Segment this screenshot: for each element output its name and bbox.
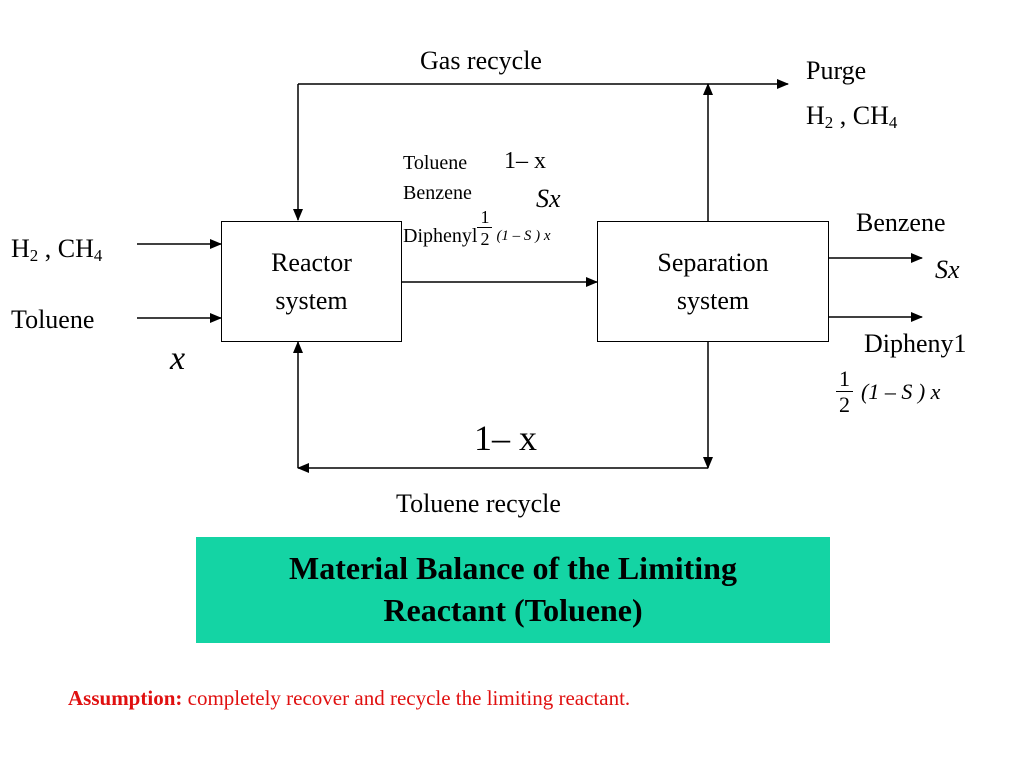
stream-diphenyl-group: Diphenyl 1 2 (1 – S ) x	[403, 208, 551, 248]
separation-line2: system	[676, 285, 750, 315]
separation-line1: Separation	[657, 247, 769, 277]
feed-x-variable: x	[170, 340, 186, 377]
output-diphenyl-expr-group: 1 2 (1 – S ) x	[836, 368, 940, 416]
title-line2: Reactant (Toluene)	[383, 592, 643, 628]
stream-toluene-label: Toluene	[403, 152, 468, 174]
assumption-label: Assumption:	[68, 686, 183, 710]
purge-label: Purge	[806, 56, 867, 85]
output-diphenyl-label: Dipheny1	[864, 329, 967, 358]
assumption-text: completely recover and recycle the limit…	[182, 686, 631, 710]
output-diphenyl-expr: (1 – S ) x	[861, 379, 941, 404]
toluene-recycle-label: Toluene recycle	[396, 489, 561, 518]
reactor-line2: system	[275, 285, 348, 315]
reactor-system-block: Reactor system	[221, 221, 402, 342]
assumption-note: Assumption: completely recover and recyc…	[68, 686, 630, 711]
feed-toluene-label: Toluene	[11, 305, 95, 334]
gas-recycle-label: Gas recycle	[420, 46, 542, 75]
feed-h2-ch4-label: H2 , CH4	[11, 234, 103, 266]
separation-system-block: Separation system	[597, 221, 829, 342]
output-benzene-label: Benzene	[856, 208, 946, 237]
output-benzene-expr: Sx	[935, 255, 960, 284]
stream-diphenyl-label: Diphenyl	[403, 225, 478, 247]
stream-benzene-expr: Sx	[536, 184, 561, 213]
stream-diphenyl-fraction: 1 2	[477, 208, 493, 248]
stream-diphenyl-expr: (1 – S ) x	[496, 227, 551, 244]
stream-benzene-label: Benzene	[403, 182, 472, 204]
purge-composition: H2 , CH4	[806, 101, 898, 133]
output-diphenyl-fraction: 1 2	[836, 368, 853, 416]
stream-toluene-expr: 1– x	[504, 148, 546, 174]
title-line1: Material Balance of the Limiting	[289, 550, 737, 587]
reactor-line1: Reactor	[271, 247, 352, 277]
title-banner: Material Balance of the Limiting Reactan…	[196, 537, 830, 643]
recycle-expr: 1– x	[474, 418, 537, 458]
